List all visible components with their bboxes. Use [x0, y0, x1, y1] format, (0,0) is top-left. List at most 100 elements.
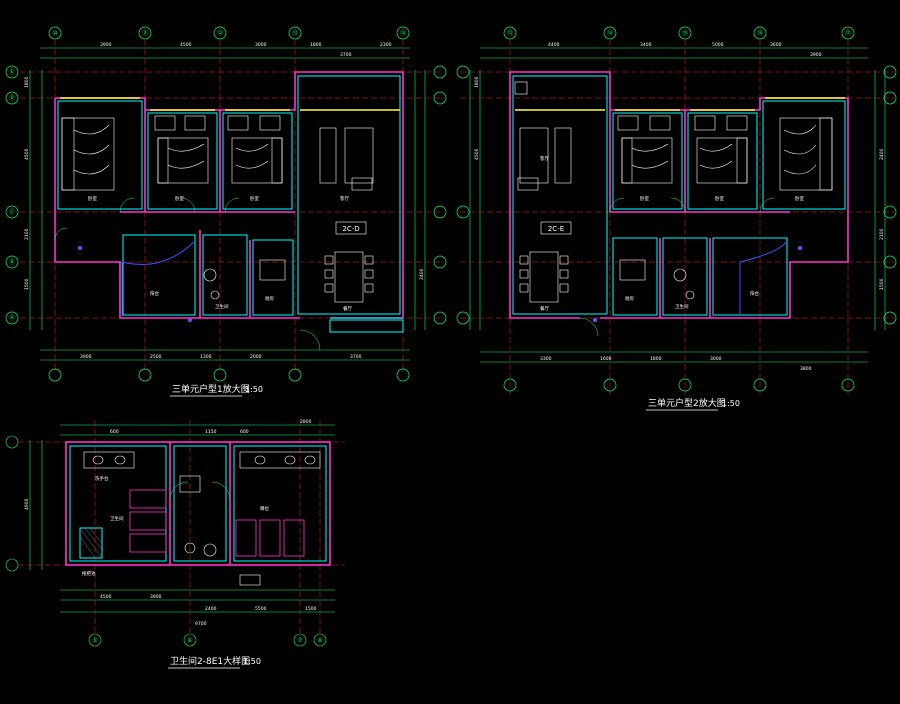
dimension-text: 600	[240, 429, 249, 435]
dimension-text: 2800	[300, 419, 312, 425]
room-label: 拖把池	[82, 570, 96, 577]
room-label: 卧室	[640, 195, 649, 202]
plan-3-axis-labels: ⑤ ⑥ ⑦ ⑧	[92, 637, 322, 644]
room-label: 蹲位	[260, 505, 269, 512]
axis-label: ⑫	[217, 29, 223, 37]
dimension-text: 3000	[255, 42, 267, 48]
drawing-scale-3: 1:50	[243, 657, 261, 666]
axis-label: ⑮	[682, 29, 688, 37]
dimension-text: 3600	[770, 42, 782, 48]
room-label: 厨房	[625, 295, 634, 302]
plan-3-dimensions: 600 1150 600 2800 4500 3900 2400 5500 15…	[24, 419, 317, 627]
dimension-text: 1800	[310, 42, 322, 48]
dimension-text: 1600	[600, 356, 612, 362]
axis-label: Ⓓ	[9, 94, 15, 102]
dimension-text: 2400	[419, 268, 425, 280]
axis-label: Ⓐ	[9, 314, 15, 322]
axis-label: Ⓔ	[9, 68, 15, 76]
plan-2-dimensions: 4400 3400 5000 3600 3900 3300 1600 1800 …	[474, 42, 885, 372]
axis-label: ⑤	[92, 637, 97, 644]
axis-label: ⑯	[757, 29, 763, 37]
room-label: 卫生间	[110, 515, 124, 522]
room-label: 卧室	[175, 195, 184, 202]
plan-toilet-detail: 卫生间 洗手台 蹲位 拖把池 600 1150 600 2800 4500 39…	[5, 419, 345, 669]
dimension-text: 1800	[650, 356, 662, 362]
dimension-text: 2100	[879, 228, 885, 240]
room-label: 卧室	[250, 195, 259, 202]
drawing-scale-2: 1:50	[722, 399, 740, 408]
dimension-text: 3900	[80, 354, 92, 360]
dimension-text: 2000	[250, 354, 262, 360]
dimension-text: 1500	[879, 278, 885, 290]
room-label: 餐厅	[540, 305, 549, 312]
dimension-text: 3700	[340, 52, 352, 58]
room-label: 卫生间	[675, 303, 689, 310]
axis-label: ⑭	[607, 29, 613, 37]
drawing-title-3: 卫生间2-8E1大样图	[170, 655, 250, 667]
axis-label: ⑥	[187, 637, 192, 644]
plan-2-axis-labels: ⑬ ⑭ ⑮ ⑯ ⑰	[507, 29, 851, 37]
dimension-text: 3800	[800, 366, 812, 372]
dimension-text: 1500	[305, 606, 317, 612]
room-label: 餐厅	[343, 305, 352, 312]
dimension-text: 2400	[879, 148, 885, 160]
dimension-text: 600	[110, 429, 119, 435]
room-label: 卫生间	[215, 303, 229, 310]
dimension-text: 4500	[100, 594, 112, 600]
axis-label: ⑬	[507, 29, 513, 37]
axis-label: Ⓑ	[9, 258, 15, 266]
dimension-text: 9700	[195, 621, 207, 627]
dimension-text: 3400	[640, 42, 652, 48]
room-label: 卧室	[795, 195, 804, 202]
plan-unit-2: 2C-E 客厅 卧室 卧室 卧室 餐厅 卫生间 厨房 阳台 4400 3400 …	[456, 26, 897, 411]
plan-1-dimensions: 3900 4500 3000 1800 3700 2300 3900 2500 …	[24, 42, 425, 360]
plan-unit-1: 2C-D 卧室 卧室 卧室 客厅 餐厅 卫生间 厨房 阳台 3900 4500 …	[5, 26, 447, 397]
dimension-text: 2300	[380, 42, 392, 48]
dimension-text: 3000	[710, 356, 722, 362]
drawing-scale-1: 1:50	[245, 385, 263, 394]
axis-label: Ⓒ	[9, 208, 15, 216]
room-label: 客厅	[540, 155, 549, 162]
dimension-text: 5500	[255, 606, 267, 612]
plan-2-room-labels: 客厅 卧室 卧室 卧室 餐厅 卫生间 厨房 阳台	[540, 155, 804, 312]
plan-1-room-labels: 卧室 卧室 卧室 客厅 餐厅 卫生间 厨房 阳台	[88, 195, 352, 312]
dimension-text: 4500	[24, 148, 30, 160]
axis-label: ⑭	[400, 29, 406, 37]
dimension-text: 4500	[180, 42, 192, 48]
axis-label: ⑪	[142, 29, 148, 37]
axis-label: ⑦	[297, 637, 303, 644]
dimension-text: 3900	[810, 52, 822, 58]
dimension-text: 1300	[200, 354, 212, 360]
axis-label: ⑬	[292, 29, 298, 37]
dimension-text: 3900	[150, 594, 162, 600]
dimension-text: 3700	[350, 354, 362, 360]
plan-1-axis-labels: ⑩ ⑪ ⑫ ⑬ ⑭ Ⓔ Ⓓ Ⓒ Ⓑ Ⓐ	[9, 29, 406, 322]
dimension-text: 1500	[24, 278, 30, 290]
dimension-text: 2500	[150, 354, 162, 360]
axis-label: ⑩	[52, 30, 57, 37]
room-label: 厨房	[265, 295, 274, 302]
dimension-text: 4400	[548, 42, 560, 48]
unit-tag-2: 2C-E	[548, 225, 564, 233]
axis-label: ⑰	[845, 29, 851, 37]
room-label: 卧室	[715, 195, 724, 202]
room-label: 卧室	[88, 195, 97, 202]
room-label: 洗手台	[95, 475, 109, 482]
unit-tag-1: 2C-D	[342, 225, 359, 233]
dimension-text: 1150	[205, 429, 217, 435]
dimension-text: 3900	[100, 42, 112, 48]
dimension-text: 4500	[474, 148, 480, 160]
dimension-text: 1800	[474, 76, 480, 88]
dimension-text: 4900	[24, 498, 30, 510]
drawing-title-1: 三单元户型1放大图	[172, 383, 250, 395]
room-label: 客厅	[340, 195, 349, 202]
dimension-text: 1800	[24, 76, 30, 88]
room-label: 阳台	[750, 290, 759, 297]
dimension-text: 2100	[24, 228, 30, 240]
dimension-text: 3300	[540, 356, 552, 362]
dimension-text: 2400	[205, 606, 217, 612]
plan-3-room-labels: 卫生间 洗手台 蹲位 拖把池	[82, 475, 269, 577]
axis-label: ⑧	[317, 637, 322, 644]
